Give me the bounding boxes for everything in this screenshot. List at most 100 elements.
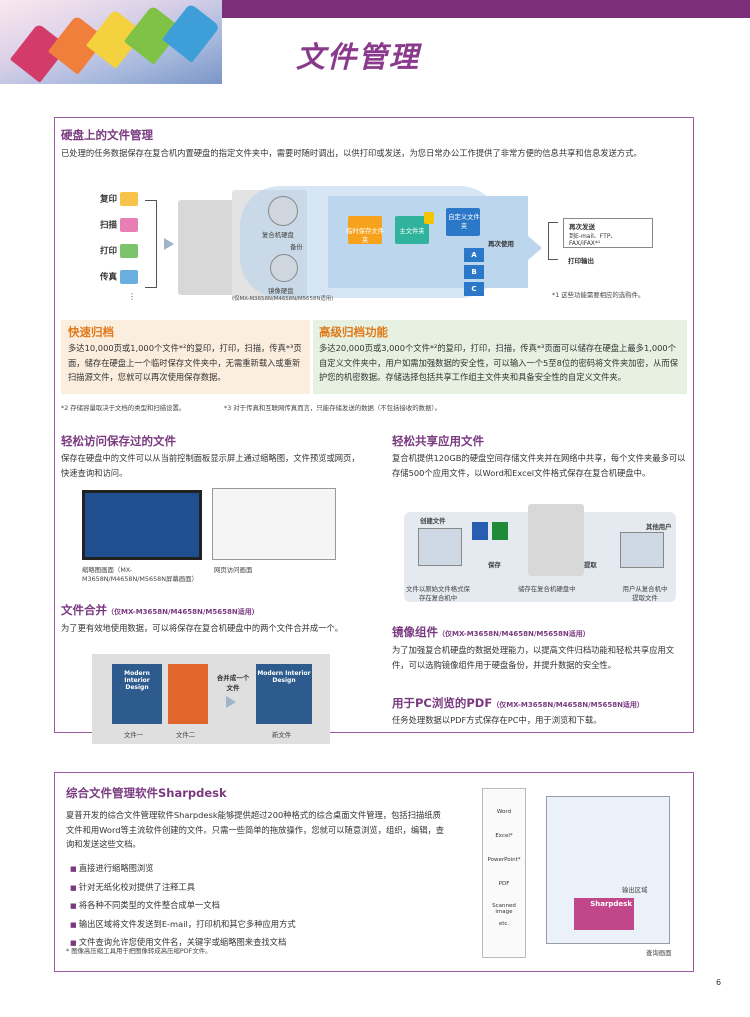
pdf-suffix: （仅MX-M3658N/M4658N/M5658N适用）: [492, 701, 644, 709]
fetch-label: 提取: [584, 561, 597, 569]
share-cap3: 用户从复合机中提取文件: [622, 585, 668, 602]
laptop-image: [620, 532, 664, 568]
web-caption: 网页访问画面: [214, 566, 253, 574]
output-bracket: [548, 222, 558, 260]
app-etc: etc.: [498, 921, 510, 927]
advanced-box: [313, 320, 687, 394]
custom-folder-icon: [446, 208, 480, 236]
main-section-box: [54, 117, 694, 733]
save-label: 保存: [488, 561, 501, 569]
pdf-heading: 用于PC浏览的PDF（仅MX-M3658N/M4658N/M5658N适用）: [392, 695, 644, 711]
mirror-label: 镜像硬盘: [268, 287, 294, 295]
advanced-heading: 高级归档功能: [319, 325, 388, 339]
excel-icon: [492, 522, 508, 540]
doc2-label: 文件二: [176, 731, 196, 739]
share-body: 复合机提供120GB的硬盘空间存储文件夹并在网络中共享，每个文件夹最多可以存储5…: [392, 453, 686, 478]
mirror-suffix: （仅MX-M3658N/M4658N/M5658N适用）: [438, 630, 590, 638]
temp-folder-icon: [348, 216, 382, 244]
hdd-icon: [268, 196, 298, 226]
merge-body: 为了更有效地使用数据，可以将保存在复合机硬盘中的两个文件合并成一个。: [61, 623, 344, 633]
print-label: 打印: [100, 246, 118, 257]
merge-title: 文件合并: [61, 603, 107, 617]
send-label: 再次发送: [569, 223, 595, 231]
share-heading: 轻松共享应用文件: [392, 434, 484, 448]
arrow-to-mfp: [164, 238, 174, 250]
main-folder-icon: [395, 216, 429, 244]
copy-label: 复印: [100, 194, 118, 205]
pdf-body: 任务处理数据以PDF方式保存在PC中，用于浏览和下载。: [392, 715, 602, 725]
merge-arrow-label: 合并成一个文件: [216, 674, 250, 692]
thumbnail-caption: 缩略图画面（MX-M3658N/M4658N/M5658N屏幕画面）: [82, 566, 198, 583]
quick-heading: 快速归档: [68, 325, 114, 339]
app-scanned: Scanned image: [492, 903, 516, 915]
doc1-label: 文件一: [124, 731, 144, 739]
doc3-label: 新文件: [272, 731, 292, 739]
feature-item: 直接进行缩略图浏览: [70, 860, 450, 879]
fax-label: 传真: [100, 272, 118, 283]
temp-folder-label: 临时保存文件夹: [346, 228, 384, 244]
send-box: 再次发送 到E-mail、FTP、FAX/iFAX*¹: [563, 218, 653, 248]
doc2-image: [168, 664, 208, 724]
word-icon: [472, 522, 488, 540]
share-mfp-image: [528, 504, 584, 576]
create-label: 创建文件: [420, 517, 446, 525]
subfolder-c: C: [464, 282, 484, 296]
subfolder-a: A: [464, 248, 484, 262]
print-icon: [119, 244, 138, 258]
search-screen-label: 查询画面: [646, 949, 672, 957]
other-user-label: 其他用户: [646, 523, 672, 531]
sharpdesk-note: * 图像高压缩工具用于把图像转成高压缩PDF文件。: [66, 947, 212, 955]
mirror-body: 为了加强复合机硬盘的数据处理能力，以提高文件归档功能和轻松共享应用文件，可以选购…: [392, 645, 675, 670]
mirror-hdd-icon: [270, 254, 298, 282]
hdd-heading: 硬盘上的文件管理: [61, 128, 153, 142]
note3: *3 对于传真和互联网传真而言，只能存储发送的数据（不包括接收的数据）。: [224, 404, 441, 412]
input-list: 复印 扫描 打印 传真 ⋮: [100, 192, 160, 301]
pdf-title: 用于PC浏览的PDF: [392, 696, 493, 710]
scan-label: 扫描: [100, 220, 118, 231]
sharpdesk-section-box: [54, 772, 694, 972]
mirror-heading: 镜像组件（仅MX-M3658N/M4658N/M5658N适用）: [392, 624, 590, 640]
sharpdesk-body: 夏普开发的综合文件管理软件Sharpdesk能够提供超过200种格式的综合桌面文…: [66, 810, 445, 849]
note2: *2 存储容量取决于文档的类型和扫描设置。: [61, 404, 186, 412]
top-color-bar: [222, 0, 750, 18]
more-dots: ⋮: [128, 292, 136, 301]
app-excel: Excel*: [495, 833, 513, 839]
advanced-body: 多达20,000页或3,000个文件*²的复印，打印，扫描，传真*³页面可以储存…: [319, 343, 679, 382]
app-icon-column: Word Excel* PowerPoint* PDF Scanned imag…: [482, 788, 526, 958]
fax-icon: [119, 270, 138, 284]
web-screen-image: [212, 488, 336, 560]
print-output-label: 打印输出: [568, 257, 594, 265]
scan-icon: [119, 218, 138, 232]
doc3-image: Modern Interior Design: [256, 664, 312, 724]
feature-item: 文件查询允许您使用文件名，关键字或缩略图来查找文档: [70, 934, 450, 953]
hdd-label: 复合机硬盘: [262, 231, 294, 239]
custom-folder-label: 自定义文件夹: [448, 214, 480, 230]
app-pdf: PDF: [498, 881, 510, 887]
copy-icon: [119, 192, 138, 206]
merge-heading: 文件合并（仅MX-M3658N/M4658N/M5658N适用）: [61, 602, 259, 618]
access-body: 保存在硬盘中的文件可以从当前控制面板显示屏上通过缩略图，文件预览或网页，快速查询…: [61, 453, 360, 478]
page-number: 6: [716, 978, 722, 987]
merge-suffix: （仅MX-M3658N/M4658N/M5658N适用）: [107, 608, 259, 616]
app-powerpoint: PowerPoint*: [487, 857, 521, 863]
main-folder-label: 主文件夹: [399, 228, 425, 235]
feature-list: 直接进行缩略图浏览 针对无纸化校对提供了注释工具 将各种不同类型的文件整合成单一…: [70, 860, 450, 953]
page-title: 文件管理: [296, 40, 421, 74]
sharpdesk-heading: 综合文件管理软件Sharpdesk: [66, 786, 227, 800]
input-bracket: [145, 200, 157, 288]
finisher-image: [178, 200, 238, 295]
feature-item: 输出区域将文件发送到E-mail，打印机和其它多种应用方式: [70, 916, 450, 935]
feature-item: 将各种不同类型的文件整合成单一文档: [70, 897, 450, 916]
output-area-label: 输出区域: [622, 886, 648, 894]
thumbnail-screen-image: [82, 490, 202, 560]
header-image: [0, 0, 222, 84]
merge-arrow: [226, 696, 236, 708]
reuse-arrow: [528, 236, 542, 260]
send-detail: 到E-mail、FTP、FAX/iFAX*¹: [569, 233, 617, 247]
note1: *1 这些功能需要相应的选购件。: [552, 291, 645, 299]
feature-item: 针对无纸化校对提供了注释工具: [70, 879, 450, 898]
sharpdesk-logo: Sharpdesk: [574, 898, 634, 930]
share-cap2: 储存在复合机硬盘中: [518, 585, 576, 593]
share-cap1: 文件以原始文件格式保存在复合机中: [406, 585, 470, 602]
lock-icon: [424, 212, 434, 224]
